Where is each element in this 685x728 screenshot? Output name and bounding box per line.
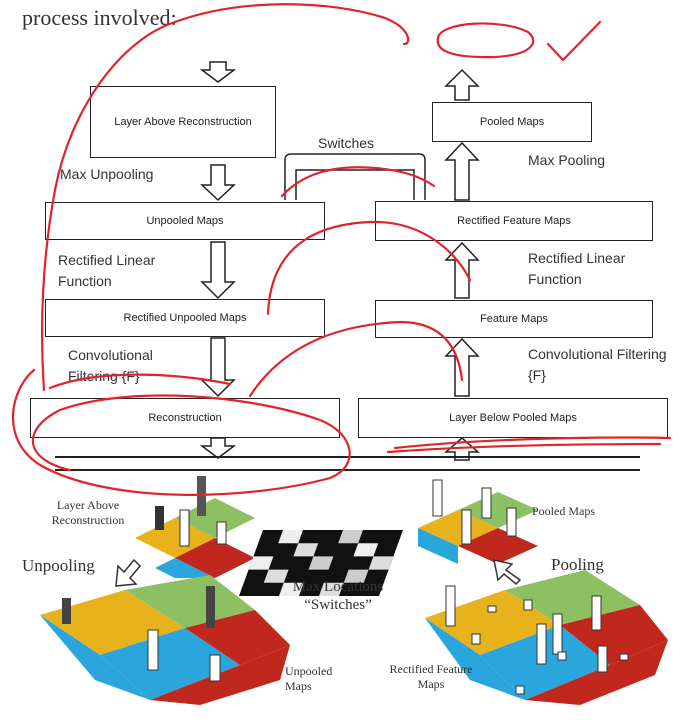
switches-label: Switches	[318, 135, 375, 151]
down-arrow-unpool	[200, 164, 236, 202]
down-arrow-relu	[200, 241, 236, 300]
header-text: process involved:	[22, 5, 177, 30]
rectified-feature-maps-box: Rectified Feature Maps	[375, 201, 653, 241]
small-grid-left-bars	[155, 476, 227, 547]
unpooling-arrow	[115, 558, 142, 587]
up-arrow-pool	[444, 141, 480, 201]
layer-above-reconstruction-box: Layer Above Reconstruction	[90, 86, 276, 158]
switches-checkerboard	[238, 530, 403, 597]
small-grid-right	[418, 492, 538, 564]
rectified-unpooled-maps-box: Rectified Unpooled Maps	[45, 299, 325, 337]
red-curve-lower	[248, 320, 464, 398]
switches-quoted-caption: “Switches”	[304, 597, 372, 613]
max-unpooling-label: Max Unpooling	[60, 166, 154, 182]
pooling-caption: Pooling	[551, 555, 604, 574]
red-big-loop	[11, 368, 351, 496]
feature-maps-box: Feature Maps	[375, 300, 653, 338]
layer-below-pooled-maps-box: Layer Below Pooled Maps	[358, 398, 668, 438]
red-loop-inner	[48, 373, 232, 390]
unpooled-maps-box: Unpooled Maps	[45, 202, 325, 240]
rectified-feature-maps-caption: Rectified Feature Maps	[389, 662, 473, 691]
red-scribble-top	[173, 3, 410, 46]
red-switches-underline	[280, 166, 436, 198]
layer-above-reconstruction-caption: Layer Above Reconstruction	[51, 498, 125, 527]
max-pooling-label: Max Pooling	[528, 152, 606, 168]
red-scribble-left-sweep	[41, 20, 177, 392]
large-grid-left-bars	[62, 586, 221, 682]
pooled-maps-box: Pooled Maps	[432, 102, 592, 142]
red-underline-bottom-right	[393, 436, 672, 450]
conv-filtering-right-label: Convolutional Filtering {F}	[528, 346, 667, 383]
down-arrow-out	[199, 437, 237, 459]
red-curve-middle	[266, 220, 472, 316]
small-grid-right-bars	[432, 479, 517, 545]
up-arrow-out	[444, 68, 480, 101]
rectified-linear-left-label: Rectified Linear Function	[58, 252, 156, 289]
red-checkmark	[546, 20, 602, 62]
pooled-maps-caption: Pooled Maps	[532, 504, 595, 518]
up-arrow-in	[444, 437, 480, 461]
unpooling-caption: Unpooling	[22, 556, 95, 575]
rectified-linear-right-label: Rectified Linear Function	[528, 250, 626, 287]
large-grid-right	[425, 570, 668, 705]
red-circle-top-right	[436, 22, 535, 59]
pooling-arrow	[493, 559, 522, 586]
switches-connector	[284, 153, 426, 200]
large-grid-right-bars	[445, 585, 629, 695]
max-locations-caption: Max Locations	[292, 579, 384, 595]
down-arrow-top	[199, 61, 237, 83]
unpooled-maps-caption: Unpooled Maps	[285, 664, 333, 693]
